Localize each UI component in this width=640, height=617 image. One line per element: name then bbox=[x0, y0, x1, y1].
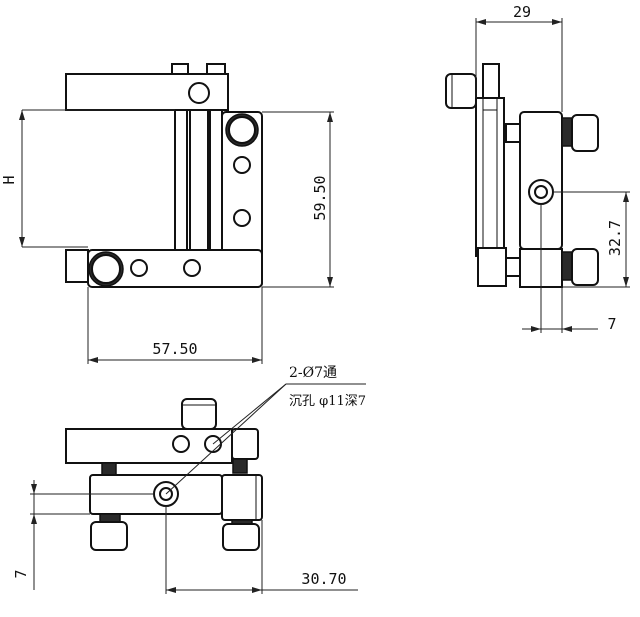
front-rail-center bbox=[189, 109, 209, 251]
side-knob-stem-top bbox=[561, 117, 573, 147]
dim-29-label: 29 bbox=[513, 3, 531, 21]
front-bracket-hole-2 bbox=[233, 209, 251, 227]
dim-7b-arrow-bottom bbox=[31, 514, 37, 524]
dim-29-arrow-left bbox=[476, 19, 486, 25]
dim-h-arrow-top bbox=[19, 110, 25, 120]
front-knob-bottom-face bbox=[91, 254, 121, 284]
side-knob-right-top bbox=[571, 114, 599, 152]
dim-3070-arrow-left bbox=[166, 587, 176, 593]
front-view: H 59.50 57.50 bbox=[0, 63, 334, 364]
top-bolt-left bbox=[101, 462, 117, 476]
dim-7b-label: 7 bbox=[12, 569, 30, 578]
side-knob-top-left bbox=[445, 73, 477, 109]
dim-h-arrow-bottom bbox=[19, 237, 25, 247]
note-counterbore-label: 沉孔 φ11深7 bbox=[289, 394, 366, 409]
dim-7r-arrow-right bbox=[562, 326, 572, 332]
top-plate-hole-1 bbox=[172, 435, 190, 453]
dim-3070-label: 30.70 bbox=[301, 570, 346, 588]
top-view: 7 30.70 2-Ø7通 沉孔 φ11深7 bbox=[12, 365, 366, 594]
front-top-bar-hole bbox=[188, 82, 210, 104]
dim-3070-arrow-right bbox=[252, 587, 262, 593]
top-knob-lower-left bbox=[90, 521, 128, 551]
note-leader-line-1 bbox=[165, 383, 287, 495]
dim-5750-arrow-right bbox=[252, 357, 262, 363]
side-top-post bbox=[482, 63, 500, 99]
front-rail-left bbox=[174, 109, 188, 251]
dim-5750-arrow-left bbox=[88, 357, 98, 363]
dim-327-arrow-top bbox=[623, 192, 629, 202]
front-top-tab-right bbox=[206, 63, 226, 75]
dim-7b-arrow-top bbox=[31, 484, 37, 494]
note-leader-line-2 bbox=[212, 383, 287, 445]
side-view: 29 32.7 7 bbox=[445, 3, 630, 333]
side-bolt-top bbox=[505, 123, 521, 143]
top-knob-lower-right bbox=[222, 523, 260, 551]
side-knob-stem-bottom bbox=[561, 251, 573, 281]
dim-29-arrow-right bbox=[552, 19, 562, 25]
dim-5950-arrow-top bbox=[327, 112, 333, 122]
side-plate-bottom bbox=[477, 247, 507, 287]
side-knob-right-bottom bbox=[571, 248, 599, 286]
dim-5950-label: 59.50 bbox=[311, 175, 329, 220]
top-bolt-right bbox=[232, 458, 248, 474]
front-bottom-hole-1 bbox=[130, 259, 148, 277]
top-plate-right-cap bbox=[231, 428, 259, 460]
front-top-tab-left bbox=[171, 63, 189, 75]
front-rail-right bbox=[209, 109, 223, 251]
side-counterbore-inner bbox=[534, 185, 548, 199]
dim-327-label: 32.7 bbox=[606, 220, 624, 256]
note-holes-label: 2-Ø7通 bbox=[289, 365, 337, 381]
front-bracket-hole-1 bbox=[233, 156, 251, 174]
side-plate-top-slot bbox=[482, 97, 498, 111]
dim-h-label: H bbox=[0, 175, 18, 184]
top-knob-upper bbox=[181, 398, 217, 430]
top-knob-stem-left bbox=[99, 513, 121, 523]
side-plate bbox=[475, 97, 505, 257]
dim-7r-label: 7 bbox=[607, 315, 616, 333]
side-bolt-bottom bbox=[505, 257, 521, 277]
front-bracket-bottom bbox=[87, 249, 263, 288]
front-knob-top-face bbox=[228, 116, 256, 144]
dim-327-arrow-bottom bbox=[623, 277, 629, 287]
front-bottom-left-block bbox=[65, 249, 89, 283]
front-bottom-hole-2 bbox=[183, 259, 201, 277]
dim-5750-label: 57.50 bbox=[152, 340, 197, 358]
dim-7r-arrow-left bbox=[531, 326, 541, 332]
dim-5950-arrow-bottom bbox=[327, 277, 333, 287]
